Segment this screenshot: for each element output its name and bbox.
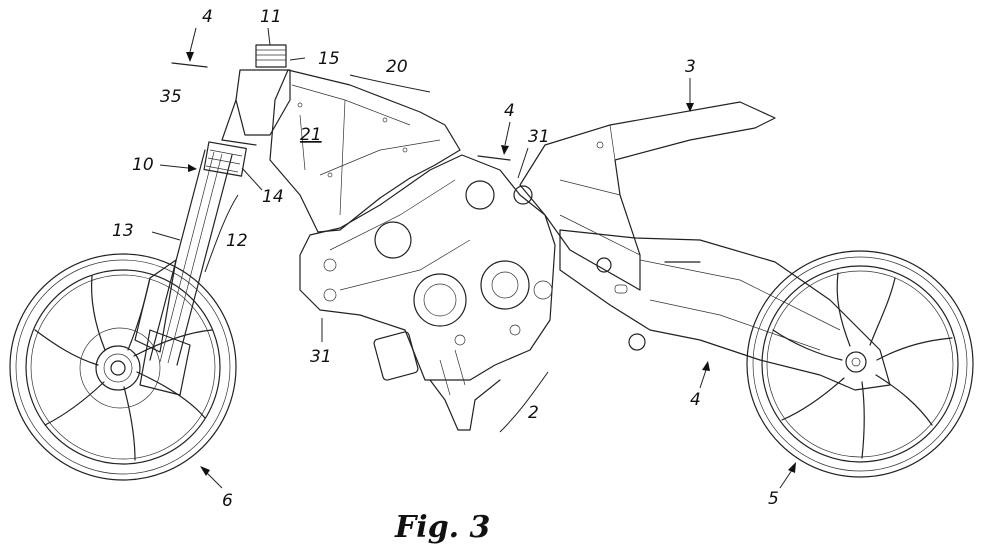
swingarm <box>559 229 891 391</box>
label-3: 3 <box>685 57 696 77</box>
figure-caption: Fig. 3 <box>394 510 490 545</box>
rear-subframe <box>519 101 776 294</box>
label-14: 14 <box>262 187 284 207</box>
label-4-top: 4 <box>202 7 213 27</box>
label-2: 2 <box>528 403 539 423</box>
label-31-top: 31 <box>528 127 550 147</box>
label-31-bottom: 31 <box>310 347 332 367</box>
rear-wheel <box>746 250 974 478</box>
front-fork <box>134 141 247 396</box>
label-15: 15 <box>318 49 340 69</box>
label-4-mid: 4 <box>504 101 515 121</box>
label-11: 11 <box>260 7 282 27</box>
engine <box>299 154 556 431</box>
label-21: 21 <box>300 125 322 145</box>
label-12: 12 <box>226 231 248 251</box>
label-10: 10 <box>132 155 154 175</box>
label-6: 6 <box>222 491 233 511</box>
label-20: 20 <box>386 57 408 77</box>
label-4-right: 4 <box>690 390 701 410</box>
front-wheel <box>9 253 237 481</box>
main-frame <box>269 69 461 233</box>
leader-lines <box>151 27 796 489</box>
label-13: 13 <box>112 221 134 241</box>
label-5: 5 <box>768 489 779 509</box>
label-35: 35 <box>160 87 182 107</box>
steering-head <box>221 44 291 146</box>
